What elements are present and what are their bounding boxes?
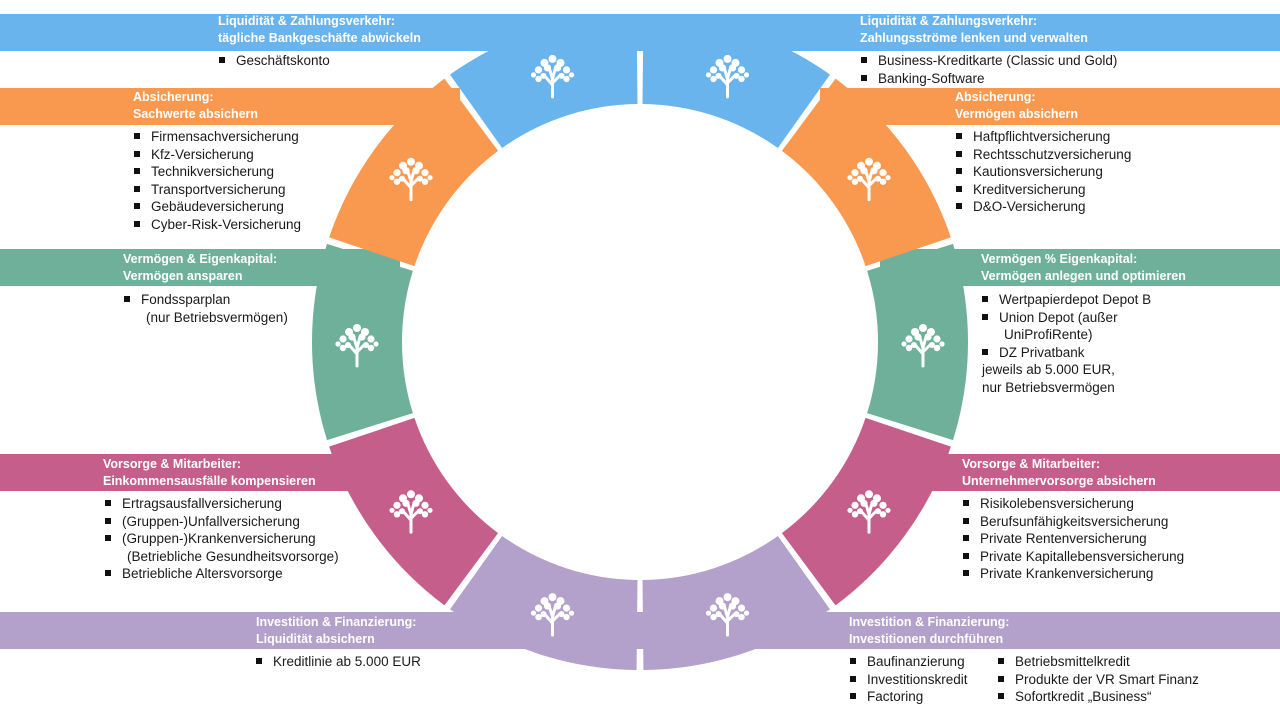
segment-liquiditaet-left <box>449 14 638 148</box>
list-item: Kreditversicherung <box>956 181 1131 199</box>
title-vermoegen-left: Vermögen & Eigenkapital:Vermögen anspare… <box>123 252 278 283</box>
list-item: Kreditlinie ab 5.000 EUR <box>256 653 421 671</box>
list-item: Private Krankenversicherung <box>963 565 1184 583</box>
band-absicherung-left <box>0 88 460 125</box>
list-item: Business-Kreditkarte (Classic und Gold) <box>861 52 1117 70</box>
list-liquiditaet-right: Business-Kreditkarte (Classic und Gold) … <box>861 52 1117 87</box>
title-absicherung-right: Absicherung:Vermögen absichern <box>955 90 1078 121</box>
list-item: Banking-Software <box>861 70 1117 88</box>
band-absicherung-right <box>820 88 1280 125</box>
segment-vermoegen-right <box>867 243 968 441</box>
list-item: Risikolebensversicherung <box>963 495 1184 513</box>
title-vorsorge-left: Vorsorge & Mitarbeiter:Einkommensausfäll… <box>103 457 316 488</box>
list-item: Kfz-Versicherung <box>134 146 301 164</box>
title-vorsorge-right: Vorsorge & Mitarbeiter:Unternehmervorsor… <box>962 457 1156 488</box>
list-item: Haftpflichtversicherung <box>956 128 1131 146</box>
title-investition-right: Investition & Finanzierung:Investitionen… <box>849 615 1010 646</box>
list-item: Sofortkredit „Business“ <box>998 688 1199 706</box>
list-item: Fondssparplan <box>124 291 288 309</box>
list-item: D&O-Versicherung <box>956 198 1131 216</box>
list-item: DZ Privatbank <box>982 344 1151 362</box>
list-item: (Gruppen-)Unfallversicherung <box>105 513 339 531</box>
list-item: Investitionskredit <box>850 671 968 689</box>
title-investition-left: Investition & Finanzierung:Liquidität ab… <box>256 615 417 646</box>
list-item: Betriebliche Altersvorsorge <box>105 565 339 583</box>
list-item: Gebäudeversicherung <box>134 198 301 216</box>
list-item: Baufinanzierung <box>850 653 968 671</box>
list-item-continuation: (Betriebliche Gesundheitsvorsorge) <box>127 548 339 564</box>
list-item: Firmensachversicherung <box>134 128 301 146</box>
list-item: Private Kapitallebensversicherung <box>963 548 1184 566</box>
list-item: Private Rentenversicherung <box>963 530 1184 548</box>
list-vorsorge-left: Ertragsausfallversicherung (Gruppen-)Unf… <box>105 495 339 583</box>
list-item: Union Depot (außer <box>982 309 1151 327</box>
list-item: Cyber-Risk-Versicherung <box>134 216 301 234</box>
list-item: Technikversicherung <box>134 163 301 181</box>
list-vermoegen-right: Wertpapierdepot Depot B Union Depot (auß… <box>982 291 1151 396</box>
title-absicherung-left: Absicherung:Sachwerte absichern <box>133 90 259 121</box>
list-vorsorge-right: Risikolebensversicherung Berufsunfähigke… <box>963 495 1184 583</box>
list-absicherung-left: Firmensachversicherung Kfz-Versicherung … <box>134 128 301 233</box>
title-liquiditaet-left: Liquidität & Zahlungsverkehr:tägliche Ba… <box>218 14 421 45</box>
list-item: Ertragsausfallversicherung <box>105 495 339 513</box>
list-investition-right-col2: Betriebsmittelkredit Produkte der VR Sma… <box>998 653 1199 706</box>
list-item: (Gruppen-)Krankenversicherung <box>105 530 339 548</box>
list-item: Rechtsschutzversicherung <box>956 146 1131 164</box>
list-item: Factoring <box>850 688 968 706</box>
list-item: Transportversicherung <box>134 181 301 199</box>
list-investition-left: Kreditlinie ab 5.000 EUR <box>256 653 421 671</box>
list-item: Berufsunfähigkeitsversicherung <box>963 513 1184 531</box>
segment-vorsorge-left <box>329 417 499 606</box>
list-item: Betriebsmittelkredit <box>998 653 1199 671</box>
list-absicherung-right: Haftpflichtversicherung Rechtsschutzvers… <box>956 128 1131 216</box>
list-item-continuation: (nur Betriebsvermögen) <box>146 309 288 325</box>
list-item: Geschäftskonto <box>219 52 330 70</box>
list-item: Kautionsversicherung <box>956 163 1131 181</box>
list-liquiditaet-left: Geschäftskonto <box>219 52 330 70</box>
list-note: jeweils ab 5.000 EUR, <box>982 362 1115 377</box>
list-note: nur Betriebsvermögen <box>982 379 1115 395</box>
title-liquiditaet-right: Liquidität & Zahlungsverkehr:Zahlungsstr… <box>860 14 1088 45</box>
segment-vorsorge-right <box>781 417 951 606</box>
list-vermoegen-left: Fondssparplan (nur Betriebsvermögen) <box>124 291 288 326</box>
list-item: Produkte der VR Smart Finanz <box>998 671 1199 689</box>
segment-vermoegen-left <box>312 243 413 441</box>
list-investition-right-col1: Baufinanzierung Investitionskredit Facto… <box>850 653 968 706</box>
list-item: Wertpapierdepot Depot B <box>982 291 1151 309</box>
title-vermoegen-right: Vermögen % Eigenkapital:Vermögen anlegen… <box>981 252 1186 283</box>
segment-liquiditaet-right <box>642 14 831 148</box>
list-item-continuation: UniProfiRente) <box>1004 327 1093 342</box>
